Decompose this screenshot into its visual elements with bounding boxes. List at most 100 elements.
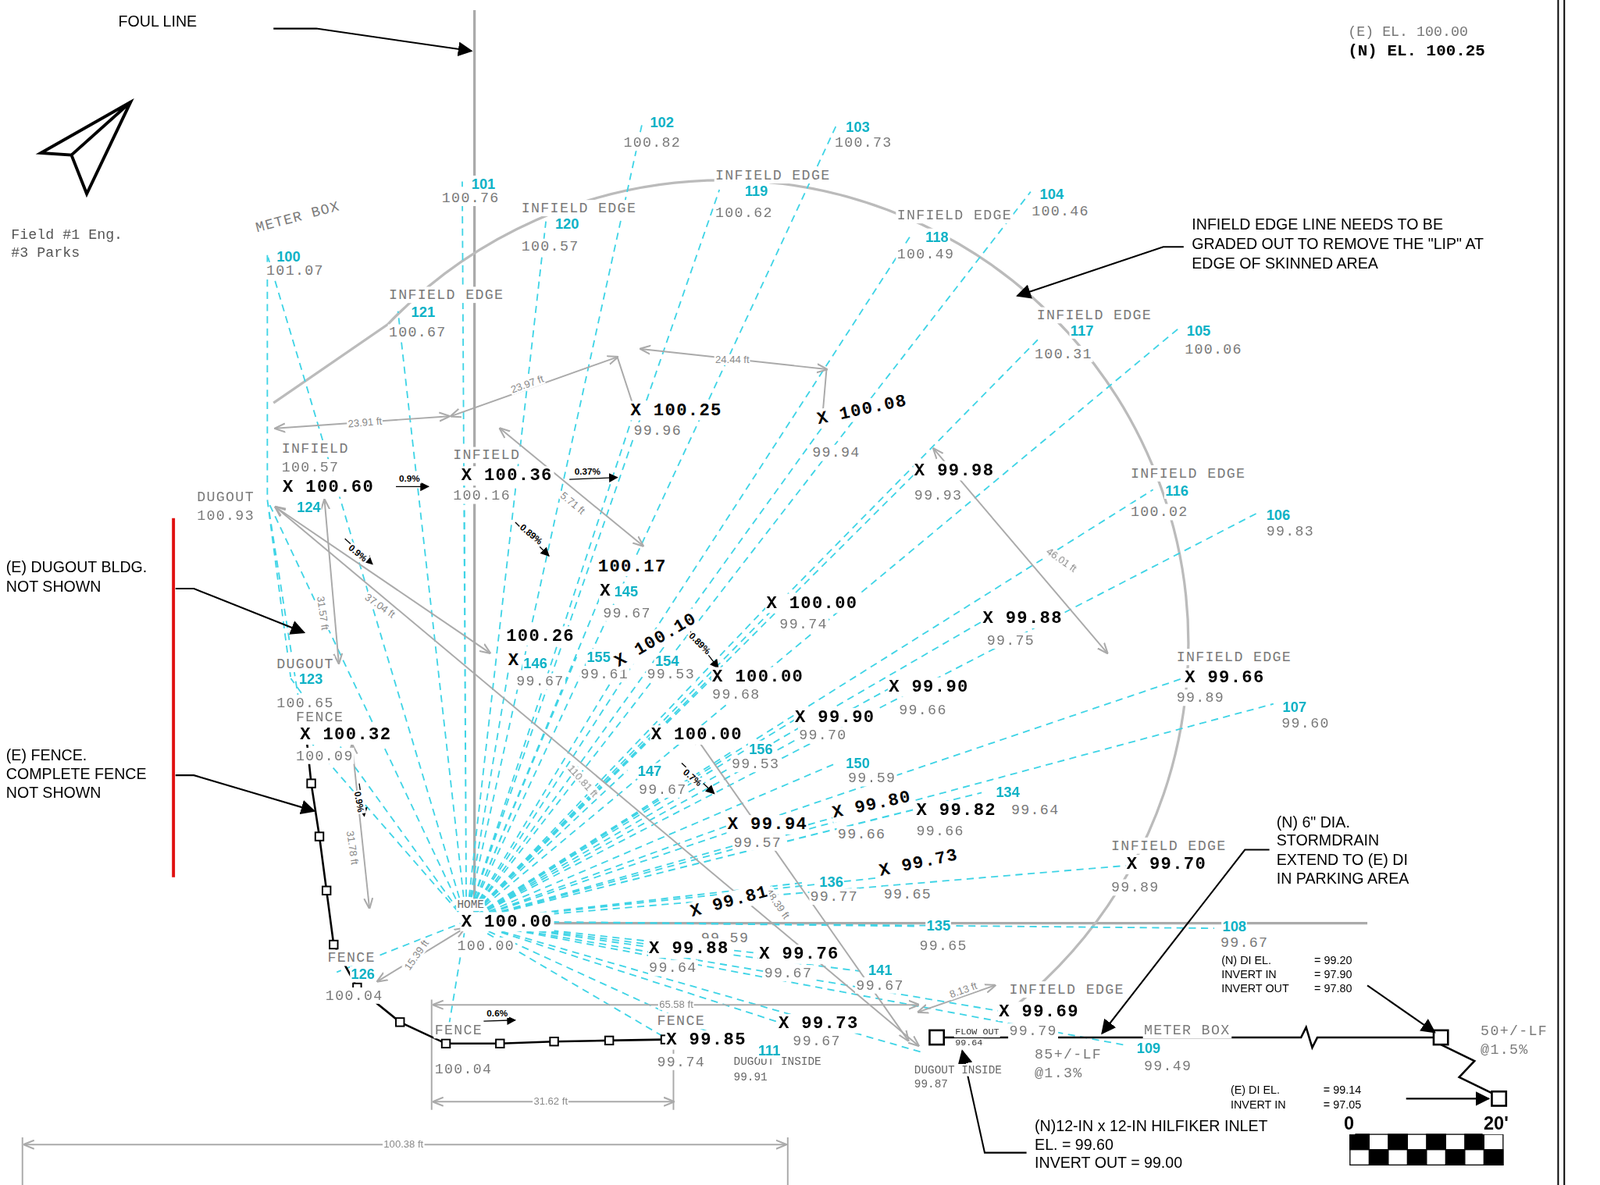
- design-grade: X 99.80: [829, 787, 914, 824]
- point-number: 147: [636, 762, 663, 780]
- design-grade: X 99.66: [1183, 668, 1266, 688]
- callout-note: EL. = 99.60: [1033, 1135, 1115, 1153]
- fence-post: [495, 1040, 504, 1048]
- fence-line: [306, 734, 666, 1045]
- sheet-note: Field #1 Eng.: [10, 226, 124, 243]
- scale-cell: [1483, 1150, 1504, 1166]
- dimension-label: 8.13 ft: [947, 979, 980, 1002]
- elevation-label: FENCE: [326, 950, 377, 967]
- elevation-label: 100.04: [324, 987, 385, 1005]
- slope-arrow: [345, 538, 373, 565]
- elevation-label: 99.83: [1265, 523, 1315, 540]
- elevation-label: 99.94: [811, 445, 862, 462]
- design-grade: X 99.90: [887, 677, 970, 698]
- elevation-label: 99.67: [602, 605, 653, 622]
- scale-cell: [1464, 1134, 1485, 1151]
- elevation-label: 99.57: [732, 834, 783, 852]
- elevation-label: 99.75: [985, 632, 1036, 649]
- scale-cell: [1445, 1150, 1465, 1166]
- callout-note: FOUL LINE: [117, 12, 198, 30]
- elevation-label: 100.76: [441, 189, 501, 207]
- callout-note: NOT SHOWN: [5, 783, 103, 802]
- scale-frame: [1350, 1134, 1504, 1166]
- elevation-label: 99.89: [1175, 689, 1226, 706]
- point-number: 106: [1265, 506, 1291, 524]
- point-number: 104: [1038, 185, 1065, 203]
- design-grade: X 100.36: [459, 466, 554, 486]
- callout-note: INVERT OUT = 99.00: [1033, 1154, 1184, 1172]
- invert-table-cell: (E) DI EL.: [1229, 1083, 1282, 1097]
- dimension-label: 31.57 ft: [314, 594, 332, 632]
- dimension-line: [451, 356, 618, 417]
- elevation-label: METER BOX: [253, 197, 343, 236]
- elevation-label: FENCE: [295, 709, 346, 726]
- elevation-label: 100.57: [520, 238, 580, 256]
- elevation-label: 100.46: [1030, 203, 1091, 220]
- point-number: 134: [994, 783, 1021, 801]
- elevation-label: 100.93: [195, 508, 256, 525]
- design-grade: 100.17: [596, 556, 667, 577]
- dimension-line: [377, 928, 465, 982]
- elevation-label: 99.67: [791, 1033, 842, 1051]
- elevation-label: INFIELD EDGE: [520, 199, 638, 217]
- leader-line: [1017, 246, 1184, 296]
- design-grade: X 99.90: [794, 708, 877, 728]
- elevation-label: 100.82: [622, 134, 682, 151]
- point-number: 108: [1221, 918, 1248, 935]
- fence-posts: [306, 779, 670, 1048]
- elevation-label: 99.49: [1143, 1058, 1194, 1075]
- design-grade: X 100.60: [281, 477, 376, 498]
- invert-table-cell: = 99.20: [1313, 954, 1354, 967]
- design-grade: X 100.08: [814, 391, 910, 430]
- callout-note: (N)12-IN x 12-IN HILFIKER INLET: [1033, 1117, 1269, 1135]
- elevation-label: 85+/-LF: [1033, 1047, 1104, 1064]
- elevation-label: 99.93: [913, 488, 964, 505]
- dimension-label: 31.62 ft: [532, 1095, 569, 1107]
- callout-note: STORMDRAIN: [1275, 831, 1380, 849]
- dimension-label: 5.71 ft: [557, 488, 588, 517]
- elevation-label: INFIELD: [280, 441, 350, 458]
- elevation-label: 50+/-LF: [1479, 1023, 1550, 1041]
- dimension-label: 15.39 ft: [401, 937, 432, 973]
- dimension-line: [275, 506, 490, 653]
- leader-line: [1101, 850, 1269, 1034]
- slope-arrow: [395, 486, 429, 488]
- point-number: 109: [1135, 1040, 1162, 1057]
- elevation-label: 100.31: [1033, 345, 1094, 363]
- point-number: 107: [1281, 698, 1308, 716]
- drain-inlet-box: [1491, 1091, 1506, 1106]
- elevation-label: @1.3%: [1033, 1065, 1084, 1082]
- elevation-label: 100.57: [280, 459, 340, 476]
- point-description: DUGOUT INSIDE: [913, 1064, 1004, 1077]
- point-number: 141: [867, 962, 894, 979]
- callout-note: GRADED OUT TO REMOVE THE "LIP" AT: [1190, 235, 1485, 253]
- dimension-line: [324, 499, 339, 663]
- design-grade: X 99.70: [1125, 855, 1208, 875]
- dimension-label: 100.38 ft: [382, 1138, 425, 1150]
- elevation-label: 99.64: [648, 960, 699, 977]
- design-grade: X: [506, 651, 521, 671]
- slope-label: 0.37%: [573, 466, 602, 477]
- elevation-label: INFIELD EDGE: [895, 206, 1013, 224]
- fence-post: [322, 887, 331, 895]
- point-number: 145: [612, 583, 639, 600]
- elevation-label: 99.66: [897, 702, 948, 719]
- invert-table-cell: (N) DI EL.: [1220, 954, 1273, 967]
- invert-table-cell: = 97.05: [1322, 1098, 1363, 1112]
- scale-label: 20': [1482, 1113, 1510, 1135]
- slope-label: 0.9%: [352, 790, 367, 815]
- design-grade: X 100.32: [299, 725, 393, 745]
- elevation-label: 100.67: [388, 324, 448, 342]
- point-number: 103: [844, 118, 871, 136]
- elevation-label: INFIELD EDGE: [1129, 465, 1248, 482]
- scale-cell: [1407, 1150, 1427, 1166]
- invert-table-cell: = 97.90: [1313, 968, 1354, 981]
- sheet-border: [1557, 0, 1559, 1185]
- elevation-label: 99.67: [1219, 934, 1270, 952]
- design-grade: X 99.88: [648, 938, 731, 959]
- survey-shot-lines: [267, 120, 1273, 1053]
- design-grade: X 99.94: [726, 815, 809, 835]
- dimension-label: 24.44 ft: [714, 353, 751, 365]
- elevation-label: 101.07: [265, 262, 325, 279]
- callout-note: (E) DUGOUT BLDG.: [5, 558, 149, 576]
